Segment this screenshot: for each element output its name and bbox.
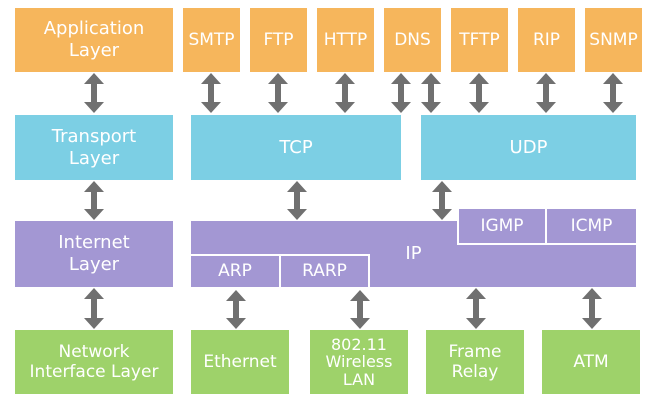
arrow-rip-udp	[536, 73, 556, 113]
tcp-box: TCP	[191, 115, 401, 180]
arrow-snmp-udp	[603, 73, 623, 113]
icmp-box: ICMP	[545, 207, 638, 245]
arrow-dns-udp	[421, 73, 441, 113]
network-interface-layer-label: Network Interface Layer	[15, 330, 173, 394]
frame-relay-box: Frame Relay	[426, 330, 524, 394]
ethernet-box: Ethernet	[191, 330, 289, 394]
arrow-transport-internet	[84, 181, 104, 220]
http-box: HTTP	[317, 8, 374, 72]
tftp-box: TFTP	[451, 8, 508, 72]
arrow-ip-atm	[582, 288, 602, 329]
arrow-tftp-udp	[469, 73, 489, 113]
arrow-ip-frame-relay	[466, 288, 486, 329]
smtp-box: SMTP	[183, 8, 240, 72]
arrow-internet-network	[84, 288, 104, 329]
rarp-box: RARP	[279, 254, 370, 289]
application-layer-label: Application Layer	[15, 8, 173, 72]
transport-layer-label: Transport Layer	[15, 115, 173, 180]
rip-box: RIP	[518, 8, 575, 72]
internet-layer-label: Internet Layer	[15, 221, 173, 287]
udp-box: UDP	[421, 115, 636, 180]
arrow-tcp-ip	[287, 181, 307, 220]
arrow-application-transport	[84, 73, 104, 113]
igmp-box: IGMP	[457, 207, 547, 245]
arrow-udp-ip	[432, 181, 452, 220]
layer-arrows	[84, 73, 623, 329]
arrow-ftp-tcp	[268, 73, 288, 113]
arrow-rarp-wireless	[350, 290, 370, 329]
arrow-dns-tcp	[391, 73, 411, 113]
ftp-box: FTP	[250, 8, 307, 72]
arp-box: ARP	[189, 254, 281, 289]
arrow-http-tcp	[335, 73, 355, 113]
wireless-lan-box: 802.11 Wireless LAN	[310, 330, 408, 394]
arrow-smtp-tcp	[201, 73, 221, 113]
dns-box: DNS	[384, 8, 441, 72]
atm-box: ATM	[542, 330, 640, 394]
arrow-arp-ethernet	[226, 290, 246, 329]
snmp-box: SNMP	[585, 8, 642, 72]
